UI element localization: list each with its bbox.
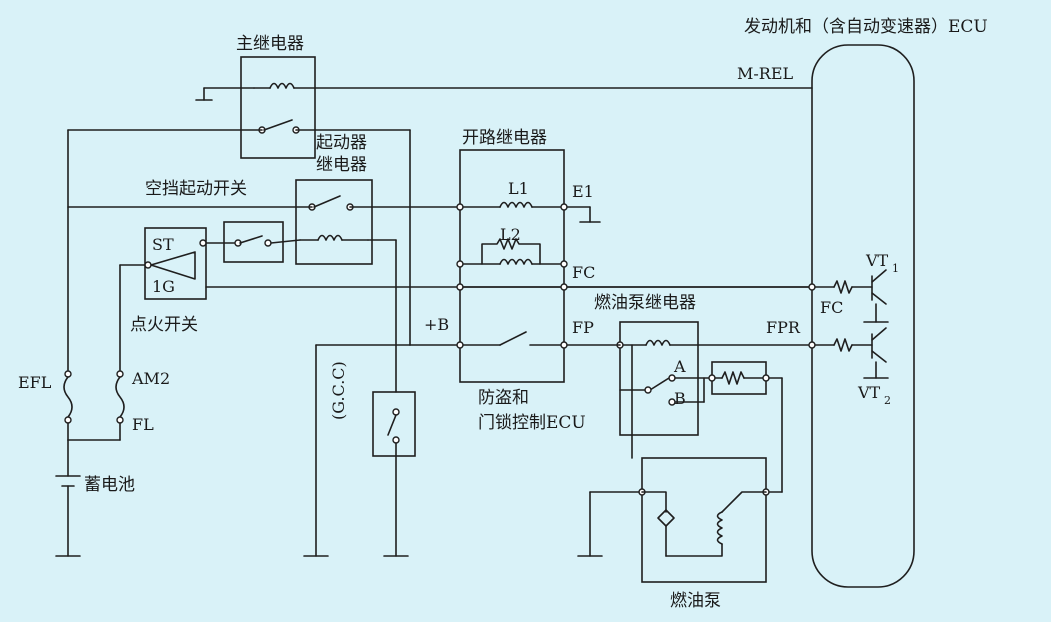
fuel-pump-label: 燃油泵 <box>670 591 721 611</box>
vt1-sub: 1 <box>892 262 899 275</box>
fuel-pump-relay-label: 燃油泵继电器 <box>594 293 696 313</box>
transistor-vt2: VT 2 <box>808 327 891 407</box>
ecu-label: 发动机和（含自动变速器）ECU <box>744 17 988 37</box>
battery-label: 蓄电池 <box>84 475 135 495</box>
starter-relay: 起动器 继电器 <box>295 133 373 265</box>
vt2-sub: 2 <box>884 394 891 407</box>
battery: 蓄电池 <box>55 475 135 557</box>
anti-theft-label-2: 门锁控制ECU <box>478 413 586 433</box>
relay-b-label: B <box>674 389 686 408</box>
main-relay-label: 主继电器 <box>236 34 304 54</box>
main-relay: 主继电器 <box>236 34 316 159</box>
fuse-am2-fl: AM2 FL <box>115 369 170 434</box>
e1-label: E1 <box>572 182 594 201</box>
fc-label: FC <box>572 263 595 282</box>
fc-ecu-label: FC <box>820 298 843 317</box>
ignition-switch: ST 1G 点火开关 <box>130 227 207 335</box>
m-rel-label: M-REL <box>737 64 794 83</box>
starter-relay-label-2: 继电器 <box>316 155 367 175</box>
fuel-pump: 燃油泵 <box>638 457 770 611</box>
fp-label: FP <box>572 318 594 337</box>
vt2-label: VT <box>857 383 881 402</box>
gcc-label: (G.C.C) <box>329 361 348 420</box>
fl-label: FL <box>132 415 154 434</box>
circuit-opening-relay-label: 开路继电器 <box>462 128 547 148</box>
circuit-opening-relay: 开路继电器 L1 L2 <box>456 128 568 383</box>
relay-a-label: A <box>673 357 686 376</box>
gcc-switch <box>372 391 416 557</box>
ignition-st-label: ST <box>152 235 174 254</box>
neutral-start-switch-label: 空挡起动开关 <box>145 179 247 199</box>
fuel-pump-relay: 燃油泵继电器 A B <box>594 293 813 436</box>
efl-label: EFL <box>18 373 52 392</box>
starter-relay-label-1: 起动器 <box>316 133 367 153</box>
ignition-ig-label: 1G <box>152 277 175 296</box>
anti-theft-label-1: 防盗和 <box>478 388 529 408</box>
fpr-label: FPR <box>766 318 801 337</box>
l2-label: L2 <box>500 225 521 244</box>
plus-b-label: +B <box>424 315 449 334</box>
vt1-label: VT <box>865 251 889 270</box>
l1-label: L1 <box>508 179 529 198</box>
ecu-box <box>811 44 915 588</box>
transistor-vt1: FC VT 1 <box>808 251 899 323</box>
ignition-switch-label: 点火开关 <box>130 315 198 335</box>
fusible-link-efl: EFL <box>18 370 73 424</box>
am2-label: AM2 <box>131 369 170 388</box>
